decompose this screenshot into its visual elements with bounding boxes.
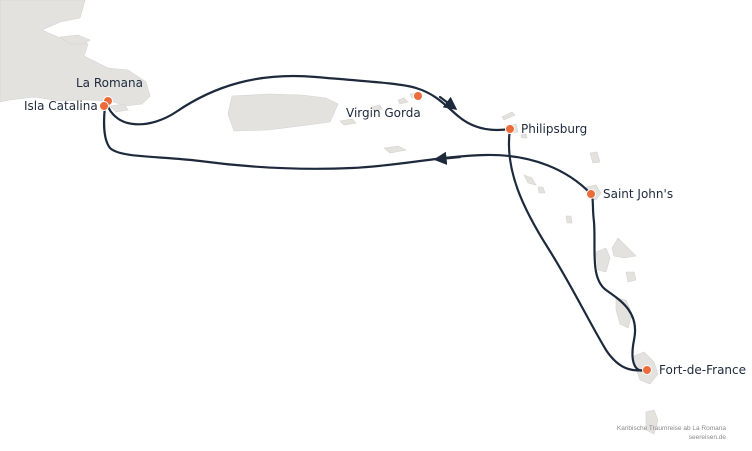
route-direction-arrow-west [433,151,462,165]
marie-galante-island [625,271,637,283]
route-direction-arrow-east [438,95,458,110]
route-layer [102,74,648,372]
port-label-isla-catalina: Isla Catalina [24,99,98,113]
st-croix-island [383,145,407,154]
route-saint-johns-to-isla-catalina [102,104,593,196]
port-label-philipsburg: Philipsburg [521,122,587,136]
credit-source: seereisen.de [688,434,726,441]
st-kitts-island [523,174,537,186]
anguilla-island [501,111,516,121]
credit-title: Karibische Traumreise ab La Romana [616,425,726,432]
port-marker-isla-catalina[interactable] [99,101,109,111]
hispaniola-landmass [0,0,151,107]
st-barths-island [520,133,528,139]
vieques-island [339,118,357,126]
map-credit: Karibische Traumreise ab La Romana seere… [617,424,726,442]
dominica-island [615,297,633,329]
montserrat-island [565,215,573,224]
virgin-islands-1 [397,97,409,105]
culebra-island [371,104,383,112]
barbuda-island [589,151,601,164]
port-marker-philipsburg[interactable] [505,124,515,134]
route-philipsburg-to-fort-de-france [507,127,648,372]
port-label-saint-johns: Saint John's [603,187,673,201]
port-marker-saint-johns[interactable] [586,189,596,199]
route-virgin-gorda-to-philipsburg [414,86,512,132]
land-layer [0,0,659,435]
guadeloupe-west [595,247,611,273]
isla-saona [109,103,129,113]
ports-layer: La Romana Isla Catalina Virgin Gorda Phi… [24,76,746,377]
guadeloupe-east [611,237,637,259]
hispaniola-peninsula [59,34,91,45]
puerto-rico-island [227,93,339,132]
nevis-island [537,186,546,194]
port-label-fort-de-france: Fort-de-France [659,363,746,377]
port-marker-virgin-gorda[interactable] [413,91,423,101]
saint-lucia-island [645,409,659,435]
route-fort-de-france-to-saint-johns [589,192,648,372]
port-marker-fort-de-france[interactable] [642,365,652,375]
port-label-la-romana: La Romana [76,76,143,90]
route-la-romana-to-virgin-gorda [104,74,418,126]
port-label-virgin-gorda: Virgin Gorda [346,106,421,120]
